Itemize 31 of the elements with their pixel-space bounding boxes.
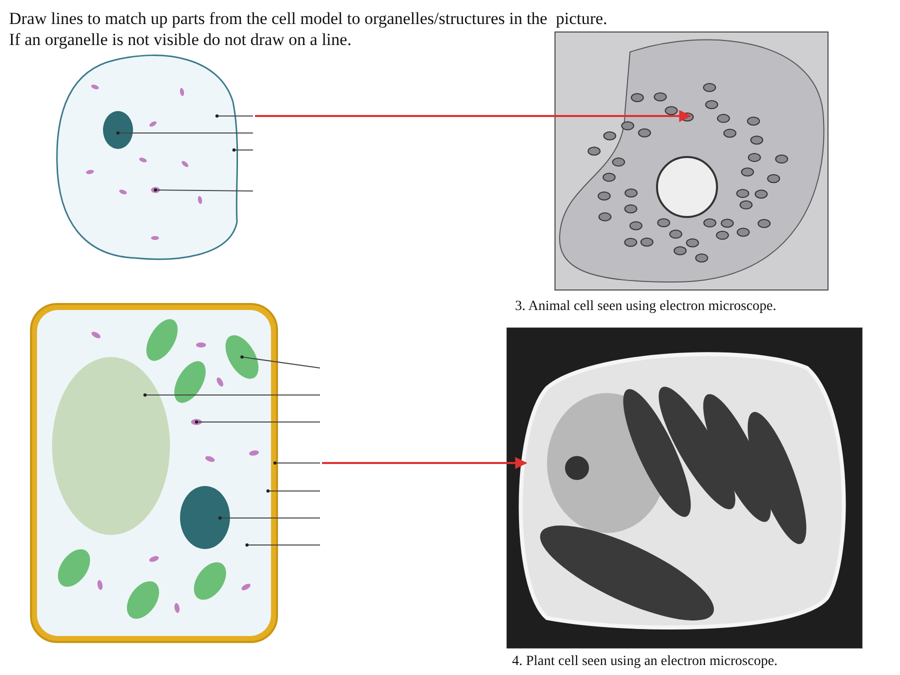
- caption: 3. Animal cell seen using electron microscope.: [515, 299, 776, 315]
- caption: 4. Plant cell seen using an electron microscope.: [512, 654, 778, 670]
- ribosome-shape: [191, 419, 202, 425]
- nucleus-shape: [103, 111, 133, 149]
- leader-line: [215, 114, 254, 118]
- chloroplast-shape: [225, 333, 259, 381]
- leader-line: [245, 543, 320, 547]
- leader-line: [116, 131, 254, 135]
- leader-line: [232, 148, 254, 152]
- vacuole-shape: [52, 357, 170, 535]
- leader-line: [194, 420, 320, 424]
- leader-line: [240, 355, 320, 368]
- chloroplast-shape: [126, 579, 160, 621]
- arrow: [255, 110, 692, 122]
- nucleus-shape: [180, 486, 230, 549]
- animal-cell-drawing: [55, 52, 240, 262]
- chloroplast-shape: [174, 359, 206, 405]
- leader-line: [143, 393, 320, 397]
- chloroplast-shape: [57, 547, 91, 589]
- arrow: [322, 457, 528, 469]
- leader-line: [154, 188, 254, 192]
- leader-line: [273, 461, 320, 465]
- micrograph-picture: [507, 328, 862, 648]
- leader-line: [218, 516, 320, 520]
- micrograph-picture: [555, 32, 828, 290]
- chloroplast-shape: [193, 560, 227, 602]
- instruction-text: Draw lines to match up parts from the cell model to organelles/structures in the picture. If an organelle is not visible do not draw on a line.: [9, 8, 608, 50]
- ribosome-shape: [151, 187, 160, 193]
- leader-line: [266, 489, 320, 493]
- chloroplast-shape: [146, 317, 178, 363]
- plant-cell-drawing: [30, 303, 278, 643]
